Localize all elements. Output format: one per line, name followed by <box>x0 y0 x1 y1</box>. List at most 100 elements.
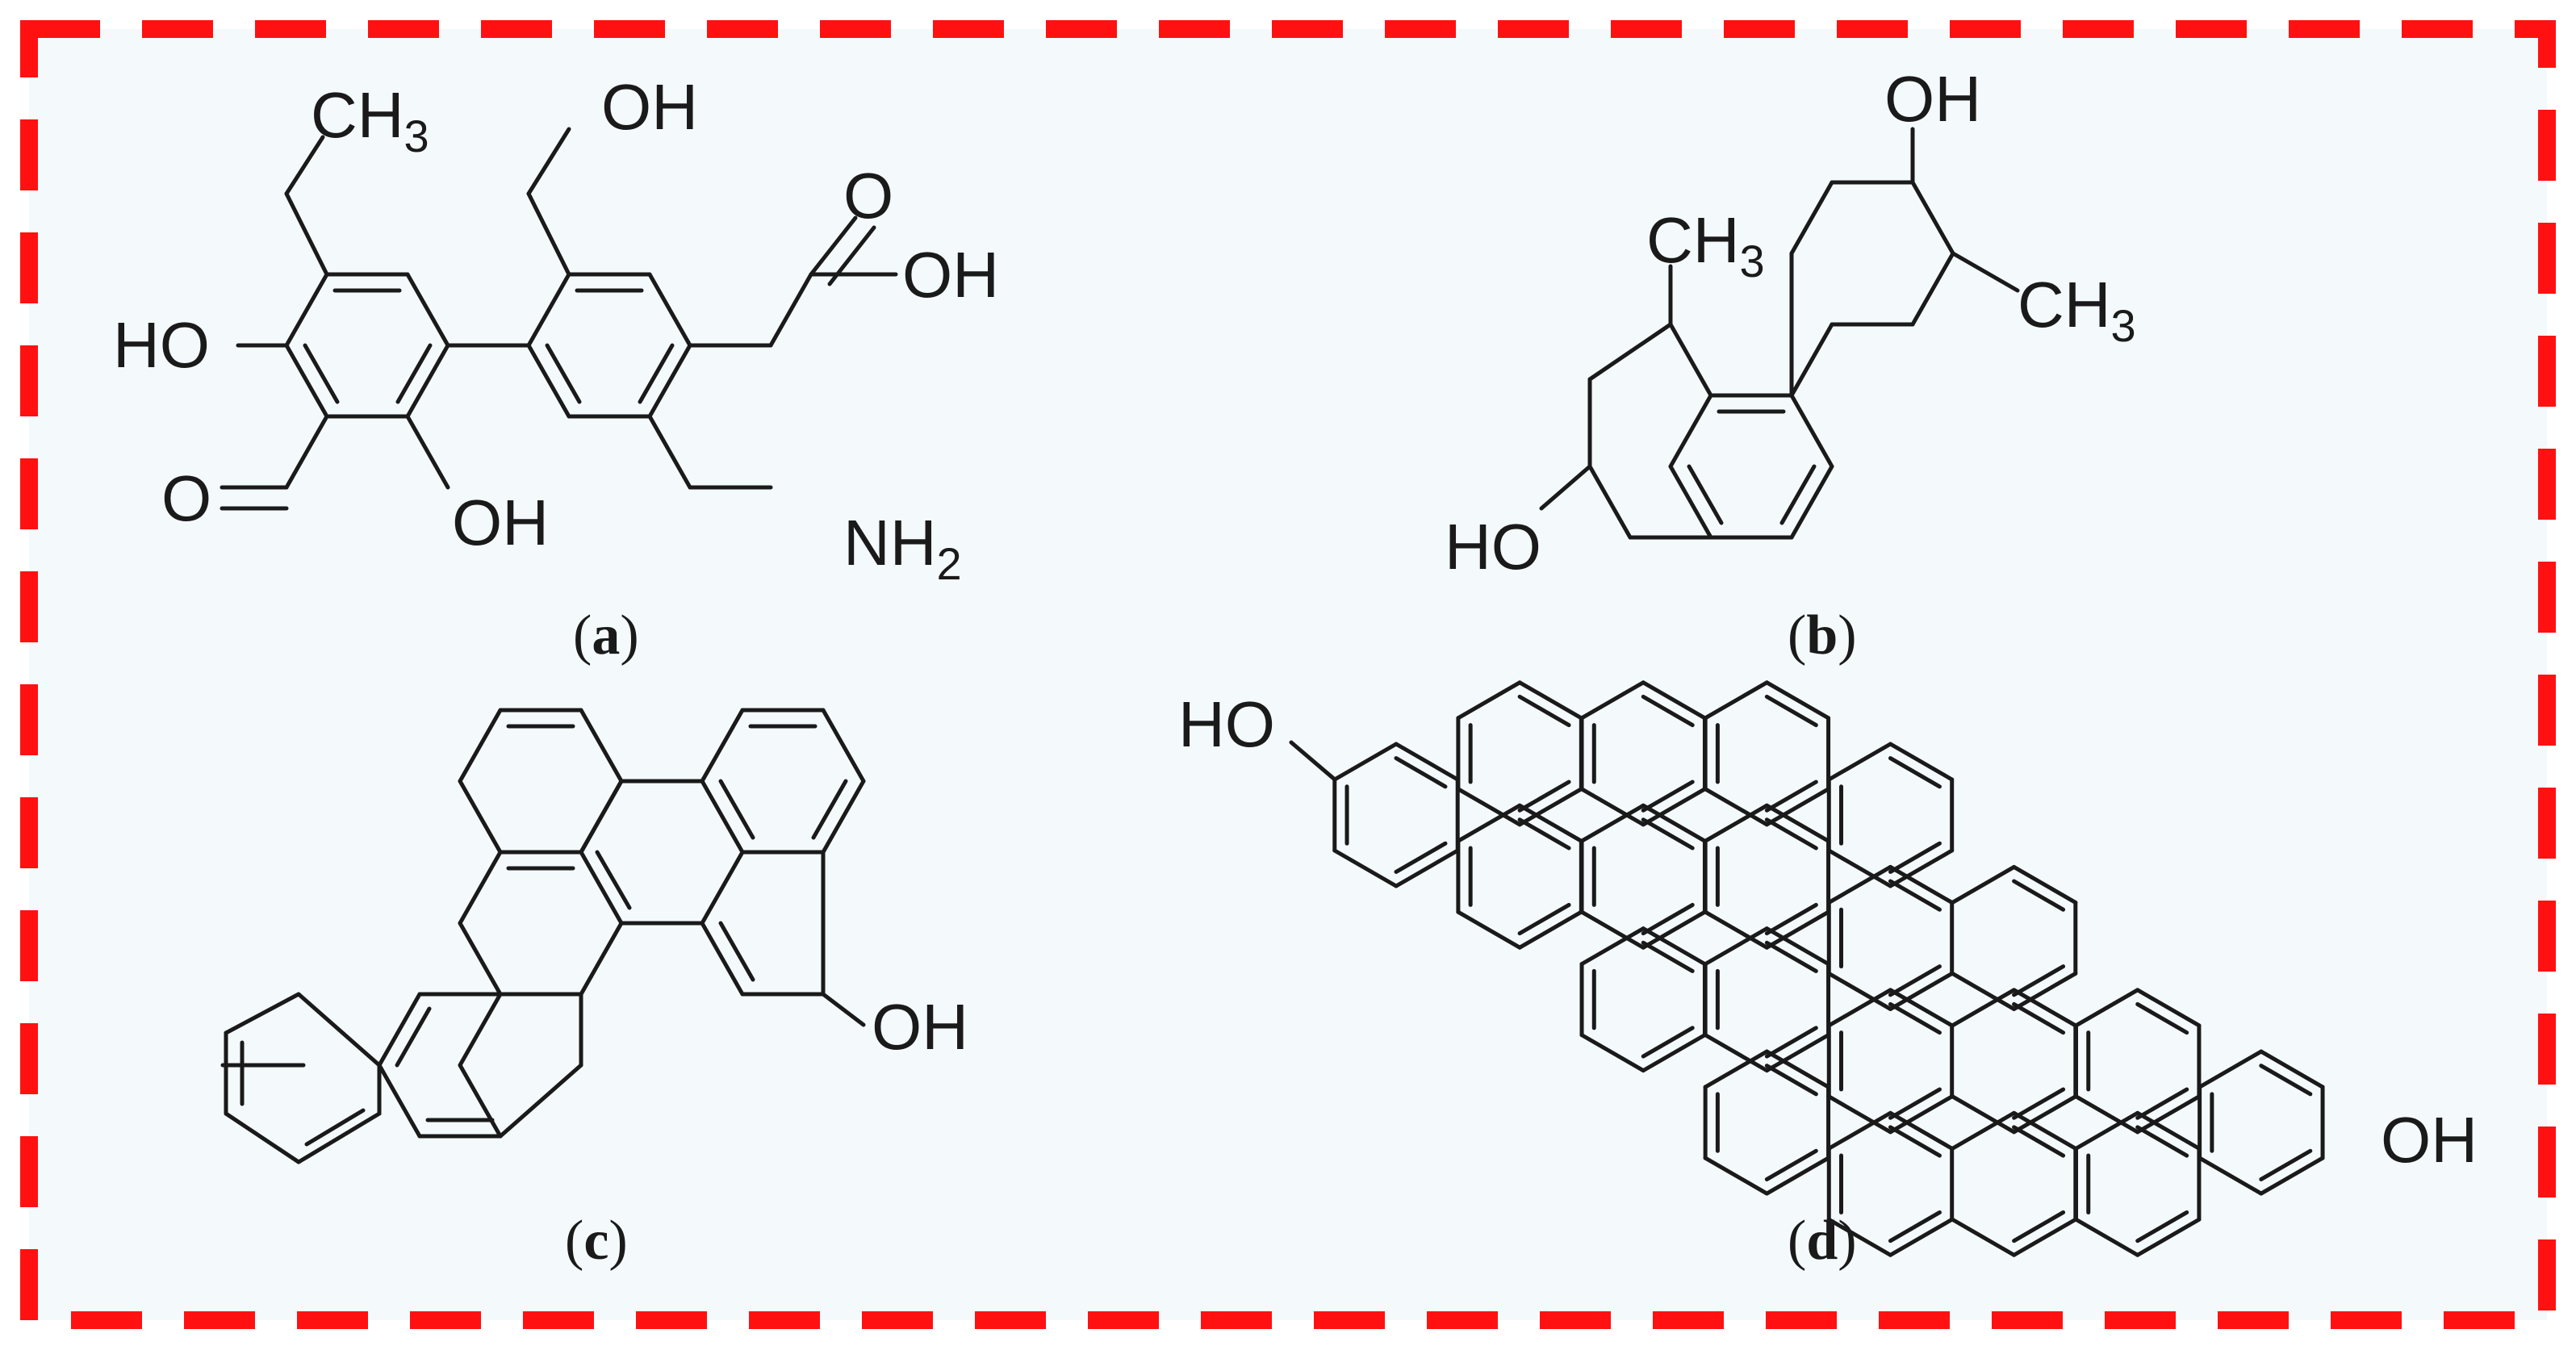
bond-line <box>2198 1049 2264 1089</box>
structure-c-bonds <box>220 708 866 1164</box>
bond-line <box>1950 864 2017 905</box>
figure-background <box>29 29 2547 1320</box>
double-bond-line <box>1888 879 1942 912</box>
atom-oh-right-d: OH <box>2381 1104 2478 1176</box>
bond-line <box>1579 1033 1646 1073</box>
bond-line <box>1517 787 1583 827</box>
double-bond-line <box>2135 1210 2189 1244</box>
bond-line <box>1888 1217 1955 1257</box>
atom-ch3-a: CH3 <box>311 79 429 161</box>
bond-line <box>1826 864 1892 905</box>
double-bond-line <box>1517 902 1571 936</box>
bond-line <box>2135 988 2202 1028</box>
bond-line <box>1517 803 1583 843</box>
atom-acid-oh-a: OH <box>902 239 999 311</box>
atom-oh-top-a: OH <box>601 71 698 143</box>
atom-nh2-a: NH2 <box>843 507 962 589</box>
bond-line <box>1456 909 1522 950</box>
bond-line <box>2259 1156 2325 1196</box>
bond-line <box>1826 1110 1892 1151</box>
bond-line <box>2074 1217 2140 1257</box>
double-bond-line <box>1394 756 1448 789</box>
double-bond-line <box>1764 940 1818 973</box>
structure-a: CH3 OH HO OH O O OH NH2 (a) <box>113 71 999 667</box>
structure-d: HO OH (d) <box>1178 680 2478 1272</box>
bond-line <box>1826 971 1892 1011</box>
bond-line <box>1764 803 1831 843</box>
double-bond-line <box>1888 1125 1942 1158</box>
bond-line <box>2012 1217 2078 1257</box>
double-bond-line <box>1517 780 1571 813</box>
double-bond-line <box>2259 1148 2313 1181</box>
bond-line <box>1517 680 1583 721</box>
bond-line <box>1950 988 2017 1028</box>
atom-ho-left-a: HO <box>113 309 210 381</box>
atom-oh-c: OH <box>872 991 968 1063</box>
double-bond-line <box>2135 1125 2189 1158</box>
bond-line <box>1703 803 1769 843</box>
bond-line <box>2198 1156 2264 1196</box>
panel-label-b: (b) <box>1788 604 1857 667</box>
bond-line <box>1764 926 1831 967</box>
atom-oh-top-b: OH <box>1884 63 1981 135</box>
bond-line <box>1703 1156 1769 1196</box>
double-bond-line <box>1641 817 1695 851</box>
bond-line <box>1888 971 1955 1011</box>
double-bond-line <box>2012 879 2066 912</box>
double-bond-line <box>1888 841 1942 874</box>
bond-line <box>1579 680 1646 721</box>
bond-line <box>2012 971 2078 1011</box>
bond-line <box>2012 864 2078 905</box>
bond-line <box>1703 1049 1769 1089</box>
bond-line <box>1888 1094 1955 1135</box>
atom-ho-left-d: HO <box>1178 688 1275 760</box>
bond-line <box>1826 848 1892 888</box>
bond-line <box>1641 680 1707 721</box>
bond-line <box>1950 1217 2017 1257</box>
panel-label-a: (a) <box>573 604 639 667</box>
atom-ch3-left-b: CH3 <box>1646 204 1765 286</box>
double-bond-line <box>1517 817 1571 851</box>
bond-line <box>1579 803 1646 843</box>
double-bond-line <box>1641 902 1695 936</box>
bond-line <box>1703 909 1769 950</box>
bond-line <box>1641 1033 1707 1073</box>
bond-line <box>1456 803 1522 843</box>
bond-line <box>1703 1033 1769 1073</box>
bond-line <box>1826 988 1892 1028</box>
bond-line <box>1888 988 1955 1028</box>
bond-line <box>2012 1110 2078 1151</box>
bond-line <box>2074 1094 2140 1135</box>
bond-line <box>2259 1049 2325 1089</box>
double-bond-line <box>1764 694 1818 728</box>
bond-line <box>1641 803 1707 843</box>
bond-line <box>1703 680 1769 721</box>
atom-ch3-right-b: CH3 <box>2018 269 2136 351</box>
bond-line <box>1826 742 1892 782</box>
double-bond-line <box>1641 1026 1695 1059</box>
panel-label-c: (c) <box>565 1210 628 1272</box>
double-bond-line <box>1641 694 1695 728</box>
bond-line <box>1764 1049 1831 1089</box>
bond-line <box>2135 1217 2202 1257</box>
double-bond-line <box>1888 1210 1942 1244</box>
double-bond-line <box>2259 1064 2313 1097</box>
bond-line <box>1579 926 1646 967</box>
double-bond-line <box>1888 964 1942 997</box>
double-bond-line <box>1888 756 1942 789</box>
double-bond-line <box>1517 694 1571 728</box>
bond-line <box>1888 1110 1955 1151</box>
double-bond-line <box>1764 1148 1818 1181</box>
double-bond-line <box>2012 964 2066 997</box>
bond-line <box>2135 1094 2202 1135</box>
bond-line <box>2012 1094 2078 1135</box>
bond-line <box>1394 848 1460 888</box>
bond-line <box>1826 1217 1892 1257</box>
double-bond-line <box>1888 1001 1942 1035</box>
atom-oh-bottom-a: OH <box>452 487 549 558</box>
atom-aldehyde-o-a: O <box>161 462 211 534</box>
bond-line <box>1394 742 1460 782</box>
bond-line <box>1289 740 1337 782</box>
bond-line <box>1950 971 2017 1011</box>
